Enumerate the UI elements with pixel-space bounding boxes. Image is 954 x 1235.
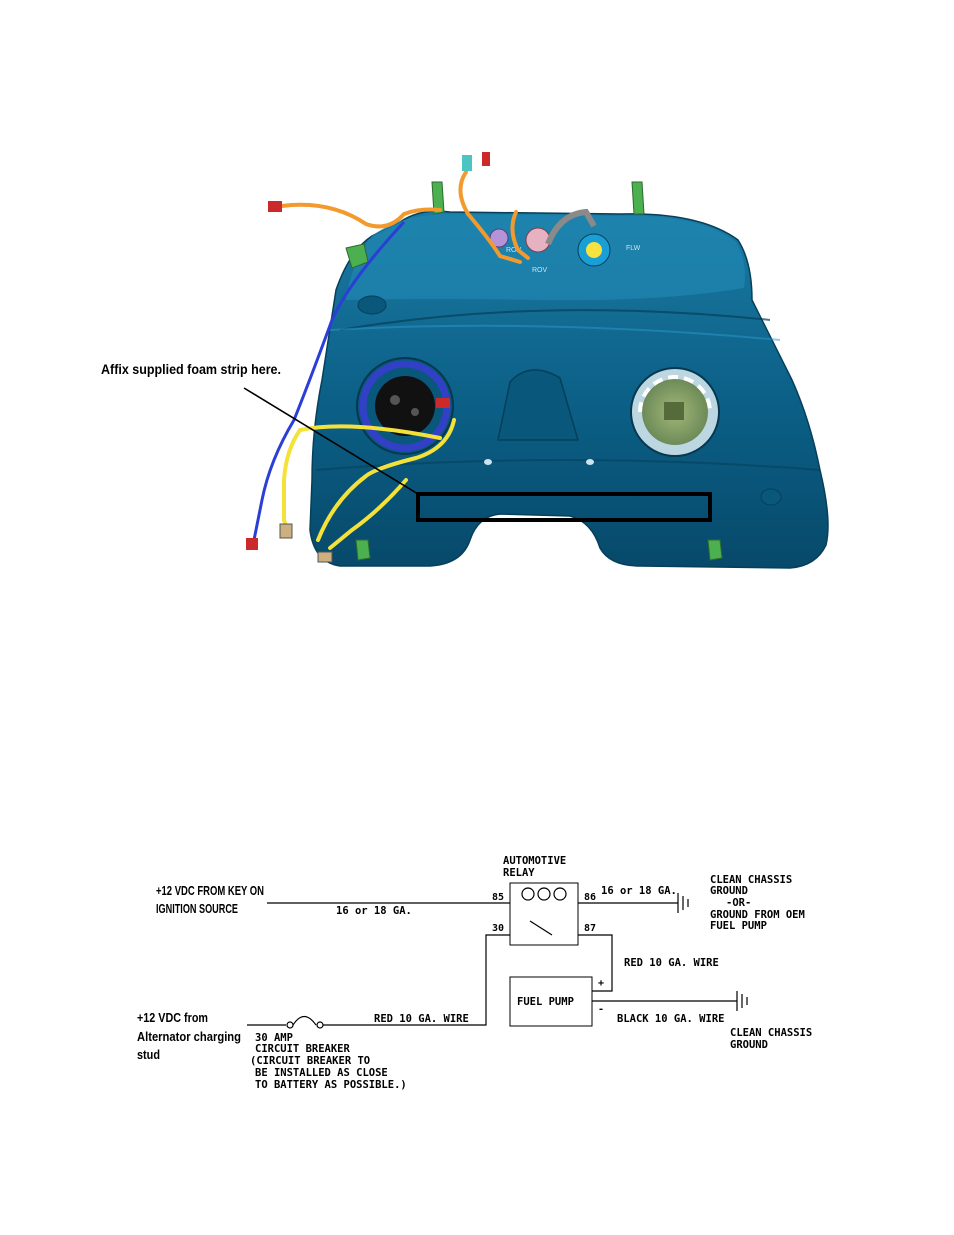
port-label-3: FLW: [626, 245, 641, 252]
chassis-ground-2-line1: CLEAN CHASSIS: [730, 1027, 812, 1039]
pump-minus: -: [598, 1004, 604, 1015]
alt-source-line3: stud: [137, 1047, 160, 1062]
relay-coil: [521, 887, 567, 901]
key-wire-gauge: 16 or 18 GA.: [336, 905, 412, 917]
pin-30: 30: [492, 923, 504, 934]
fuel-pump-box: [509, 976, 593, 1027]
relay-title-line1: AUTOMOTIVE: [503, 855, 566, 867]
port-label-1: ROV: [532, 267, 548, 274]
fitting-teal: [462, 155, 472, 171]
relay-switch-contact: [529, 920, 553, 936]
alt-source-line1: +12 VDC from: [137, 1010, 208, 1025]
tank-ridge: [339, 309, 771, 331]
alt-wire-label: RED 10 GA. WIRE: [374, 1013, 469, 1025]
chassis-ground-1-line2: GROUND: [710, 885, 748, 897]
purple-valve: [489, 228, 509, 248]
fuel-pump-label: FUEL PUMP: [517, 996, 574, 1008]
fitting-red-top: [482, 152, 490, 166]
tank-lower-ledge: [315, 459, 821, 471]
pump-plus: +: [598, 978, 604, 989]
alt-source-line2: Alternator charging: [137, 1029, 241, 1044]
alt-feed-wire: [323, 934, 510, 1026]
yellow-connector-1: [279, 523, 293, 539]
chassis-ground-1-line5: FUEL PUMP: [710, 920, 767, 932]
ground-symbol-2: [736, 991, 748, 1011]
mounting-brackets: [345, 181, 723, 561]
key-source-line2: IGNITION SOURCE: [156, 901, 238, 916]
relay-title-line2: RELAY: [503, 867, 535, 879]
vent-tube: [545, 208, 597, 246]
pump-ground-wire-label: BLACK 10 GA. WIRE: [617, 1013, 724, 1025]
pump-feed-wire: [578, 934, 613, 992]
breaker-line1: 30 AMP: [255, 1032, 293, 1044]
chassis-ground-1-line1: CLEAN CHASSIS: [710, 874, 792, 886]
callout-leader-line: [243, 387, 419, 495]
breaker-line3: (CIRCUIT BREAKER TO: [250, 1055, 370, 1067]
pump-feed-wire-label: RED 10 GA. WIRE: [624, 957, 719, 969]
yellow-connector-2: [317, 551, 333, 563]
fuel-tank-body: [309, 210, 829, 569]
ground-symbol-1: [677, 893, 689, 913]
circuit-breaker-symbol: [286, 1015, 324, 1029]
pin-85: 85: [492, 892, 504, 903]
tank-center-tunnel: [497, 369, 579, 441]
breaker-line4: BE INSTALLED AS CLOSE: [255, 1067, 388, 1079]
fuel-tank-illustration: ROV ROV FLW: [101, 152, 829, 569]
tank-upper-shelf: [346, 214, 745, 301]
pin-86: 86: [584, 892, 596, 903]
relay-wiring-diagram: AUTOMOTIVE RELAY 85 86 30 87 +12 VDC FRO…: [137, 855, 812, 1091]
blue-wire-harness: [252, 220, 406, 541]
orange-fuel-lines: [280, 170, 530, 264]
fuel-level-sender-right: [630, 367, 720, 457]
ground-wire-gauge: 16 or 18 GA.: [601, 885, 677, 897]
foam-strip-location-box: [416, 492, 712, 522]
pink-valve: [525, 227, 551, 253]
chassis-ground-1-line4: GROUND FROM OEM: [710, 909, 805, 921]
fitting-red-left: [268, 201, 282, 212]
foam-strip-callout: Affix supplied foam strip here.: [101, 361, 281, 377]
port-label-2: ROV: [506, 247, 522, 254]
breaker-line5: TO BATTERY AS POSSIBLE.): [255, 1079, 407, 1091]
chassis-ground-1-line3: -OR-: [726, 897, 751, 909]
key-source-line1: +12 VDC FROM KEY ON: [156, 883, 264, 898]
relay-box: [509, 882, 579, 946]
chassis-ground-2-line2: GROUND: [730, 1039, 768, 1051]
pin-87: 87: [584, 923, 596, 934]
blue-wire-connector: [246, 538, 258, 550]
breaker-line2: CIRCUIT BREAKER: [255, 1043, 351, 1055]
